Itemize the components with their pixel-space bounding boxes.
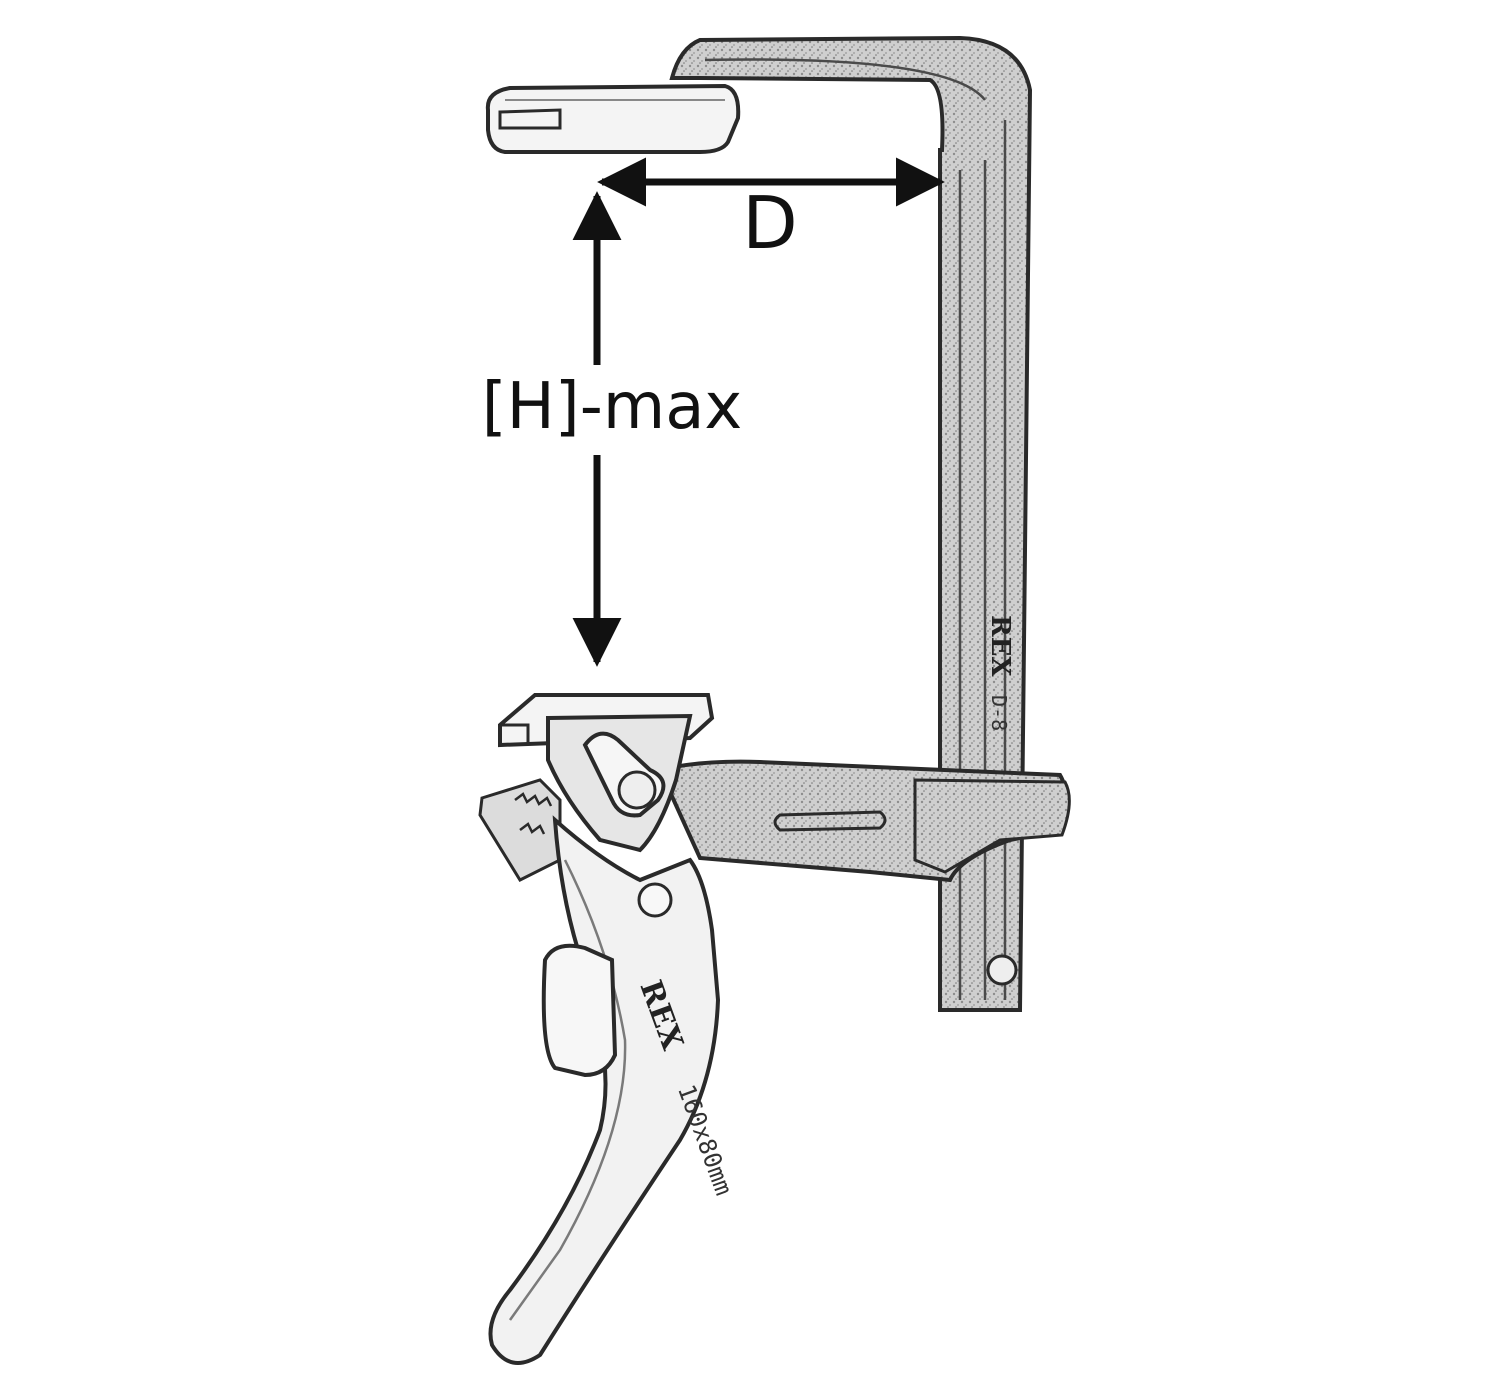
handle-lever: REX 160x80mm: [488, 815, 738, 1365]
dimension-d: D: [597, 157, 945, 265]
sliding-arm: [657, 759, 1071, 883]
dimension-h-label: [H]-max: [482, 370, 743, 444]
top-jaw-pad: [485, 83, 741, 154]
bar-code-text: D-8: [987, 695, 1011, 731]
handle-pivot-bolt: [637, 882, 673, 918]
bar-markings: REX D-8: [985, 615, 1015, 731]
bar-brand-text: REX: [985, 615, 1015, 677]
bar-rivet: [986, 954, 1018, 986]
dimension-h: [H]-max: [482, 191, 743, 667]
frame-vertical-bar: [669, 35, 1033, 1012]
frame-groove: [704, 58, 1007, 1000]
jaw-body: [546, 713, 693, 853]
grip-block: [541, 943, 618, 1078]
clamp-frame: REX D-8: [669, 35, 1033, 1012]
ratchet-mechanism: [478, 778, 562, 882]
dimension-d-label: D: [742, 181, 797, 265]
